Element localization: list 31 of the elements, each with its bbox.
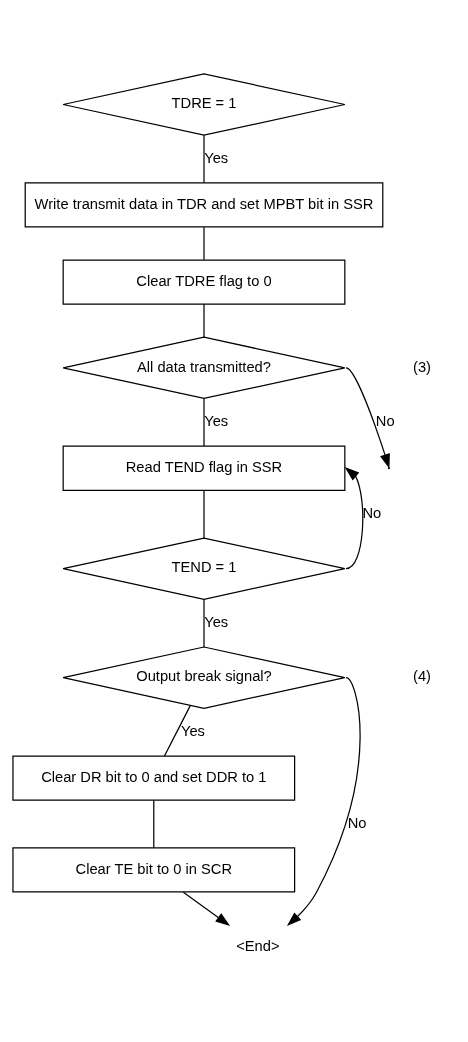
connector (203, 303, 205, 338)
connector (203, 226, 205, 260)
connector (163, 704, 191, 757)
arrow (286, 676, 361, 926)
edge-label: Yes (204, 149, 229, 166)
connector (203, 598, 205, 647)
node-box: Write transmit data in TDR and set MPBT bit in SSR (24, 181, 384, 228)
node-box: Read TEND flag in SSR (62, 445, 346, 491)
edge-label: Yes (180, 722, 205, 739)
edge-label: No (362, 504, 382, 521)
connector (203, 134, 205, 183)
node-box: Clear DR bit to 0 and set DDR to 1 (12, 754, 296, 801)
label: (4) (413, 667, 431, 684)
arrow (182, 891, 231, 926)
node-diamond: Output break signal? (62, 645, 346, 709)
edge-label: Yes (204, 412, 229, 429)
connector (153, 799, 155, 848)
node-text: <End> (236, 937, 280, 954)
edge-label: No (347, 814, 367, 831)
node-diamond: All data transmitted? (62, 336, 346, 399)
arrow (344, 466, 364, 569)
node-box: Clear TDRE flag to 0 (62, 258, 346, 305)
node-diamond: TDRE = 1 (62, 72, 346, 136)
node-box: Clear TE bit to 0 in SCR (12, 846, 296, 893)
node-diamond: TEND = 1 (62, 536, 346, 600)
connector (203, 397, 205, 447)
label: (3) (413, 358, 431, 375)
arrow (345, 366, 390, 469)
connector (203, 489, 205, 539)
edge-label: No (375, 412, 395, 429)
edge-label: Yes (204, 613, 229, 630)
